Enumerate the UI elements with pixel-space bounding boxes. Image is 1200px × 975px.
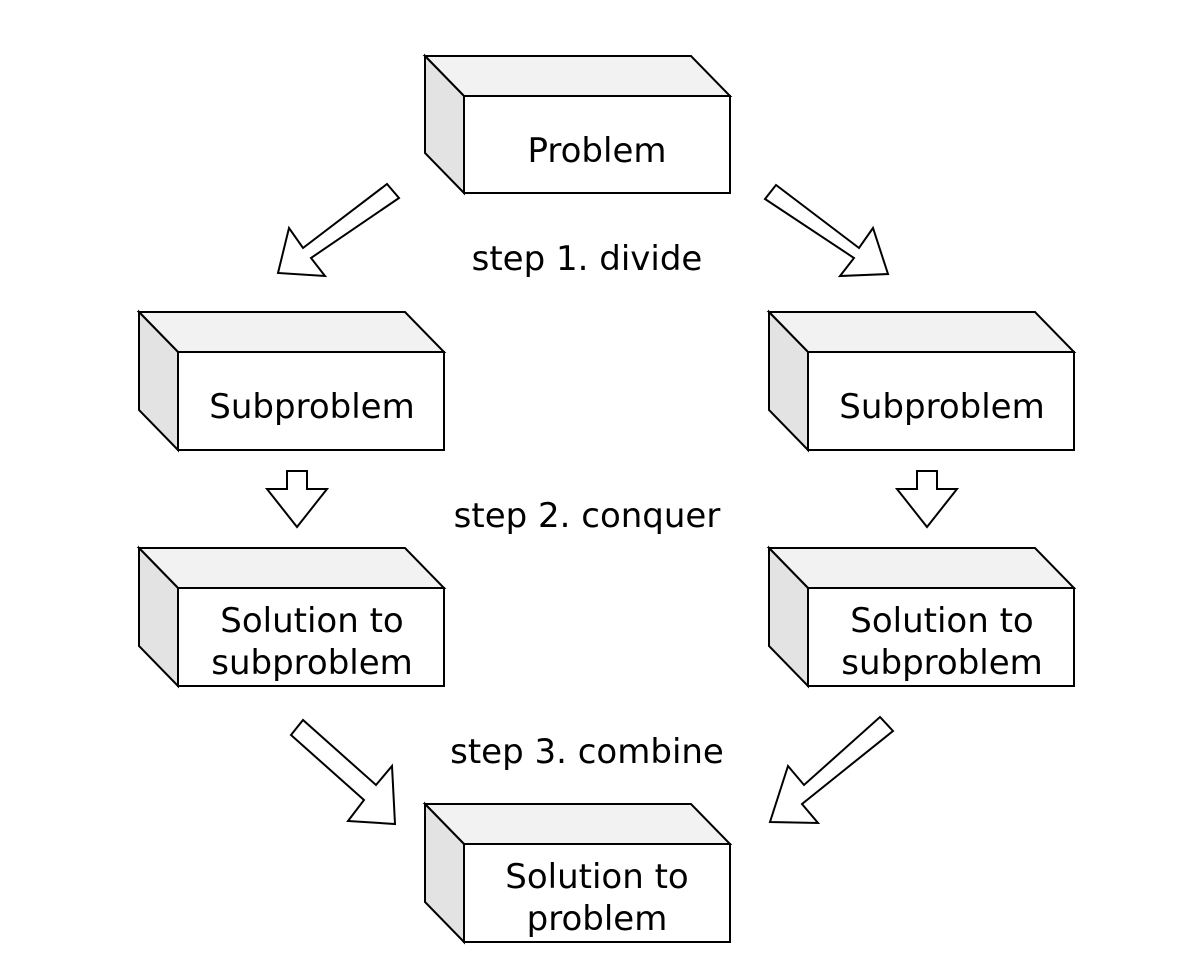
divide-arrow-right [763, 183, 890, 278]
solution-line2: problem [527, 899, 668, 939]
subproblem-right-label: Subproblem [839, 387, 1044, 427]
solution-box: Solution to problem [422, 801, 733, 945]
step-divide-label: step 1. divide [472, 239, 703, 279]
conquer-arrow-right [894, 470, 960, 529]
solution-box-front [463, 843, 731, 943]
solution-subproblem-left-line1: Solution to [220, 601, 403, 641]
solution-subproblem-right-line2: subproblem [841, 643, 1043, 683]
solution-subproblem-right-box: Solution to subproblem [766, 545, 1077, 689]
solution-subproblem-left-box: Solution to subproblem [136, 545, 447, 689]
solution-subproblem-left-box-front [177, 587, 445, 687]
subproblem-left-label: Subproblem [209, 387, 414, 427]
subproblem-left-box-top [136, 311, 447, 353]
divide-arrow-left [276, 182, 401, 278]
solution-subproblem-left-box-top [136, 547, 447, 589]
subproblem-right-box: Subproblem [766, 309, 1077, 453]
combine-arrow-left [289, 718, 397, 826]
subproblem-right-box-front [807, 351, 1075, 451]
solution-subproblem-left-line2: subproblem [211, 643, 413, 683]
subproblem-left-box-front [177, 351, 445, 451]
solution-subproblem-right-box-top [766, 547, 1077, 589]
subproblem-left-box: Subproblem [136, 309, 447, 453]
problem-label: Problem [527, 131, 666, 171]
solution-subproblem-right-box-front [807, 587, 1075, 687]
problem-box-top [422, 55, 733, 97]
solution-subproblem-right-line1: Solution to [850, 601, 1033, 641]
combine-arrow-right [768, 715, 895, 825]
subproblem-right-box-top [766, 311, 1077, 353]
step-conquer-label: step 2. conquer [454, 496, 721, 536]
step-combine-label: step 3. combine [450, 732, 724, 772]
conquer-arrow-left [264, 470, 330, 529]
problem-box-front [463, 95, 731, 194]
problem-box: Problem [422, 53, 733, 196]
solution-line1: Solution to [505, 857, 688, 897]
solution-box-top [422, 803, 733, 845]
